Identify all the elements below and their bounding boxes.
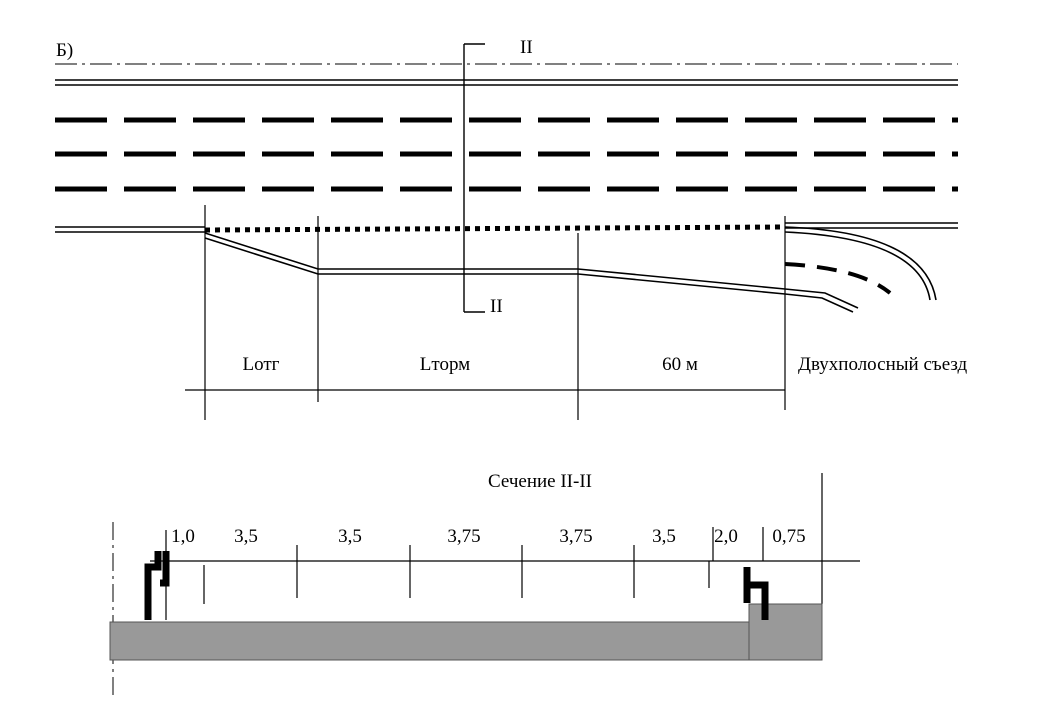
section-marker-bottom: II: [490, 296, 503, 317]
section-marker-top: II: [520, 37, 533, 58]
ramp-outer-edge: [204, 232, 859, 313]
width-label-6: 3,5: [652, 526, 676, 547]
road-edge-bottom-right: [785, 222, 958, 229]
width-label-8: 0,75: [772, 526, 805, 547]
curb-right: [743, 567, 769, 620]
road-edge-top: [55, 79, 958, 86]
segment-label-lotg: Lотг: [243, 354, 280, 375]
section-title: Сечение II-II: [488, 471, 592, 492]
segment-label-ltorm: Lторм: [420, 354, 470, 375]
pavement-raised-shoulder: [748, 603, 823, 661]
width-label-3: 3,5: [338, 526, 362, 547]
cross-section: [109, 473, 860, 700]
road-edge-bottom-left: [55, 226, 205, 233]
width-label-4: 3,75: [447, 526, 480, 547]
pavement-main: [109, 621, 751, 661]
curb-left: [144, 551, 170, 620]
width-label-1: 1,0: [171, 526, 195, 547]
segment-label-ramp: Двухполосный съезд: [798, 354, 968, 375]
width-label-5: 3,75: [559, 526, 592, 547]
panel-label: Б): [56, 40, 73, 61]
width-label-7: 2,0: [714, 526, 738, 547]
width-label-2: 3,5: [234, 526, 258, 547]
ramp-lane-marking: [784, 262, 892, 295]
ramp-curve-outer: [784, 226, 937, 301]
segment-dividers: [204, 205, 786, 420]
section-cut-marker: [463, 43, 485, 313]
segment-label-60m: 60 м: [662, 354, 698, 375]
dotted-edge-line: [204, 224, 786, 233]
plan-view: [55, 43, 958, 420]
